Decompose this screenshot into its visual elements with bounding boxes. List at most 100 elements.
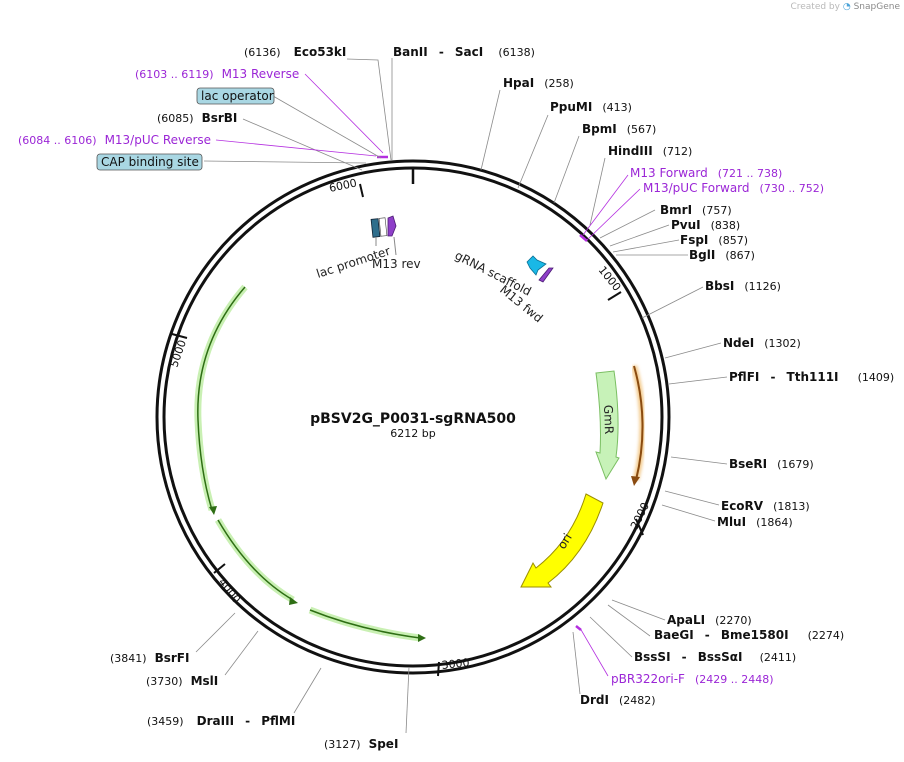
- primer-pos: (6084 .. 6106): [18, 134, 97, 147]
- primer-name: M13/pUC Reverse: [105, 133, 212, 147]
- enzyme-name: NdeI: [723, 336, 754, 350]
- svg-text:M13 Forward(721 .. 738): M13 Forward (721 .. 738): [630, 166, 782, 180]
- primer-name: M13/pUC Forward: [643, 181, 750, 195]
- svg-text:HindIII(712): HindIII (712): [608, 144, 692, 158]
- enzyme-pos: (1409): [858, 371, 895, 384]
- enzyme-pos: (6138): [498, 46, 535, 59]
- enzyme-name: PflFI: [729, 370, 759, 384]
- svg-text:PpuMI(413): PpuMI (413): [550, 100, 632, 114]
- enzyme-name: MslI: [191, 674, 219, 688]
- svg-text:FspI(857): FspI(857): [680, 233, 748, 247]
- enzyme-labels: (6136) Eco53kI BanII - SacI (6138) HpaI(…: [110, 41, 894, 751]
- svg-text:BaeGI - Bme1580I: BaeGI - Bme1580I (2274): [654, 624, 844, 643]
- svg-text:(6085)BsrBI: (6085)BsrBI: [157, 111, 237, 125]
- tick-line-4000: [213, 563, 226, 574]
- enzyme-name: BbsI: [705, 279, 734, 293]
- cap-binding-site-label: CAP binding site: [101, 155, 199, 169]
- lac-promoter-arrow: [370, 218, 381, 238]
- svg-text:pBR322ori-F(2429 .. 2448): pBR322ori-F(2429 .. 2448): [611, 672, 774, 686]
- tick-label-3000: 3000: [441, 656, 470, 672]
- enzyme-pos: (2482): [619, 694, 656, 707]
- grna-scaffold-label: gRNA scaffold: [453, 248, 534, 298]
- enzyme-pos: (1864): [756, 516, 793, 529]
- enzyme-pos: (1813): [773, 500, 810, 513]
- primer-name: M13 Forward: [630, 166, 708, 180]
- enzyme-name: MluI: [717, 515, 746, 529]
- enzyme-name: BglI: [689, 248, 715, 262]
- enzyme-pos: (2270): [715, 614, 752, 627]
- orange-orf-arrow-core: [633, 365, 644, 481]
- svg-text:(6103 .. 6119)M13 Reverse: (6103 .. 6119) M13 Reverse: [135, 67, 299, 81]
- enzyme-name: BmrI: [660, 203, 692, 217]
- enzyme-name: EcoRV: [721, 499, 764, 513]
- svg-text:DrdI(2482): DrdI(2482): [580, 693, 656, 707]
- enzyme-name: BseRI: [729, 457, 767, 471]
- pbr322ori-f-mark: [575, 625, 582, 631]
- enzyme-pos: (413): [602, 101, 632, 114]
- enzyme-name: PvuI: [671, 218, 701, 232]
- svg-text:M13/pUC Forward(730 .. 752): M13/pUC Forward (730 .. 752): [643, 181, 824, 195]
- enzyme-pos: (3459): [147, 715, 184, 728]
- snapgene-logo-icon: ◔: [842, 2, 851, 12]
- enzyme-name: BsrBI: [202, 111, 238, 125]
- enzyme-name: SpeI: [369, 737, 399, 751]
- enzyme-name-2: Tth111I: [787, 370, 839, 384]
- svg-text:BssSI - BssSαI: BssSI - BssSαI (2411): [634, 646, 796, 665]
- gmr-feature-label: GmR: [601, 405, 616, 435]
- enzyme-pos: (2274): [808, 629, 845, 642]
- lac-operator-label: lac operator: [201, 89, 274, 103]
- enzyme-pos: (1126): [744, 280, 781, 293]
- backbone-outer-ring: [155, 159, 671, 675]
- svg-text:PflFI - Tth111I: PflFI - Tth111I (1409): [729, 366, 894, 385]
- primer-pos: (730 .. 752): [760, 182, 825, 195]
- svg-text:(3127)SpeI: (3127) SpeI: [324, 737, 398, 751]
- cap-binding-site-box: [96, 153, 203, 171]
- enzyme-name: BaeGI: [654, 628, 694, 642]
- ori-feature-arrow: [520, 493, 604, 588]
- enzyme-pos: (6136): [244, 46, 281, 59]
- gmr-feature-arrow: [595, 370, 620, 481]
- enzyme-name: HindIII: [608, 144, 653, 158]
- svg-text:BanII - SacI: BanII - SacI (6138): [393, 41, 535, 60]
- svg-text:BglI(867): BglI(867): [689, 248, 755, 262]
- svg-text:(3459) DraIII -: (3459) DraIII - PflMI: [147, 710, 295, 729]
- enzyme-pos: (857): [718, 234, 748, 247]
- enzyme-name: BpmI: [582, 122, 617, 136]
- enzyme-pos: (3127): [324, 738, 361, 751]
- credit-brand: SnapGene: [853, 2, 900, 12]
- enzyme-name: Eco53kI: [294, 45, 347, 59]
- svg-text:BbsI(1126): BbsI (1126): [705, 279, 781, 293]
- svg-text:NdeI(1302): NdeI(1302): [723, 336, 801, 350]
- svg-text:ApaLI(2270): ApaLI(2270): [667, 613, 752, 627]
- enzyme-name-2: BssSαI: [698, 650, 743, 664]
- boxed-labels: lac operator CAP binding site: [96, 87, 275, 171]
- m13-rev-leader: [393, 236, 397, 256]
- enzyme-name: PpuMI: [550, 100, 592, 114]
- tick-line-3000: [437, 661, 440, 677]
- enzyme-name-2: Bme1580I: [721, 628, 789, 642]
- primer-pos: (2429 .. 2448): [695, 673, 774, 686]
- m13-rev-label: M13 rev: [372, 257, 421, 271]
- enzyme-pos: (3841): [110, 652, 147, 665]
- enzyme-pos: (258): [544, 77, 574, 90]
- enzyme-pos: (838): [711, 219, 741, 232]
- primer-pos: (6103 .. 6119): [135, 68, 214, 81]
- svg-text:BmrI(757): BmrI(757): [660, 203, 732, 217]
- lac-operator-segment: [378, 217, 388, 237]
- green-orf-arrow: [194, 284, 426, 642]
- primer-leader-lines: [215, 73, 641, 677]
- primer-pos: (721 .. 738): [718, 167, 783, 180]
- svg-text:(6084 .. 6106)M13/pUC Reverse: (6084 .. 6106) M13/pUC Reverse: [18, 133, 211, 147]
- enzyme-pos: (2411): [760, 651, 797, 664]
- primer-labels: (6103 .. 6119) M13 Reverse (6084 .. 6106)…: [18, 67, 824, 686]
- enzyme-pos: (712): [663, 145, 693, 158]
- enzyme-name: BanII: [393, 45, 428, 59]
- enzyme-name-2: SacI: [455, 45, 483, 59]
- enzyme-name: BssSI: [634, 650, 671, 664]
- primer-name: M13 Reverse: [222, 67, 300, 81]
- tick-label-6000: 6000: [328, 176, 358, 195]
- tick-line-2000: [635, 518, 644, 536]
- orange-orf-arrowhead: [631, 476, 640, 486]
- enzyme-name-2: PflMI: [261, 714, 295, 728]
